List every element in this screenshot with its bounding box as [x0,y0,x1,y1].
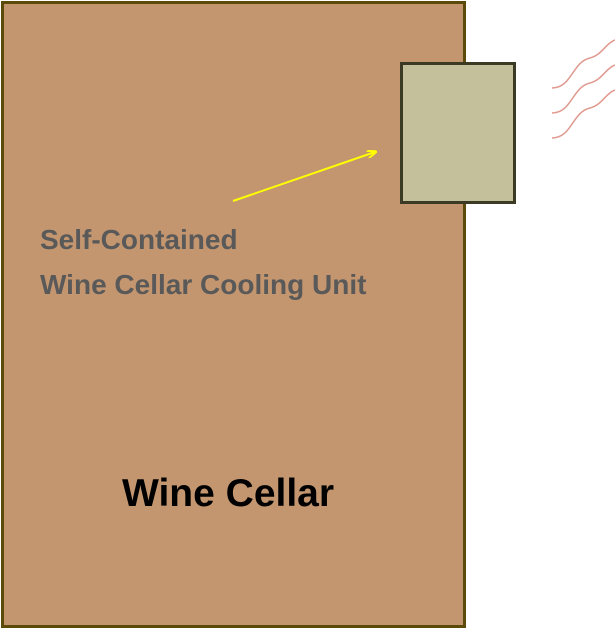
cooling-unit-label-line2: Wine Cellar Cooling Unit [40,269,367,300]
heat-waves-icon [551,39,615,139]
wine-cellar-room [1,1,466,628]
cooling-unit-label-line1: Self-Contained [40,224,238,255]
cooling-unit-box [400,62,516,204]
wine-cellar-label: Wine Cellar [122,472,335,515]
pointer-arrow [232,152,375,202]
